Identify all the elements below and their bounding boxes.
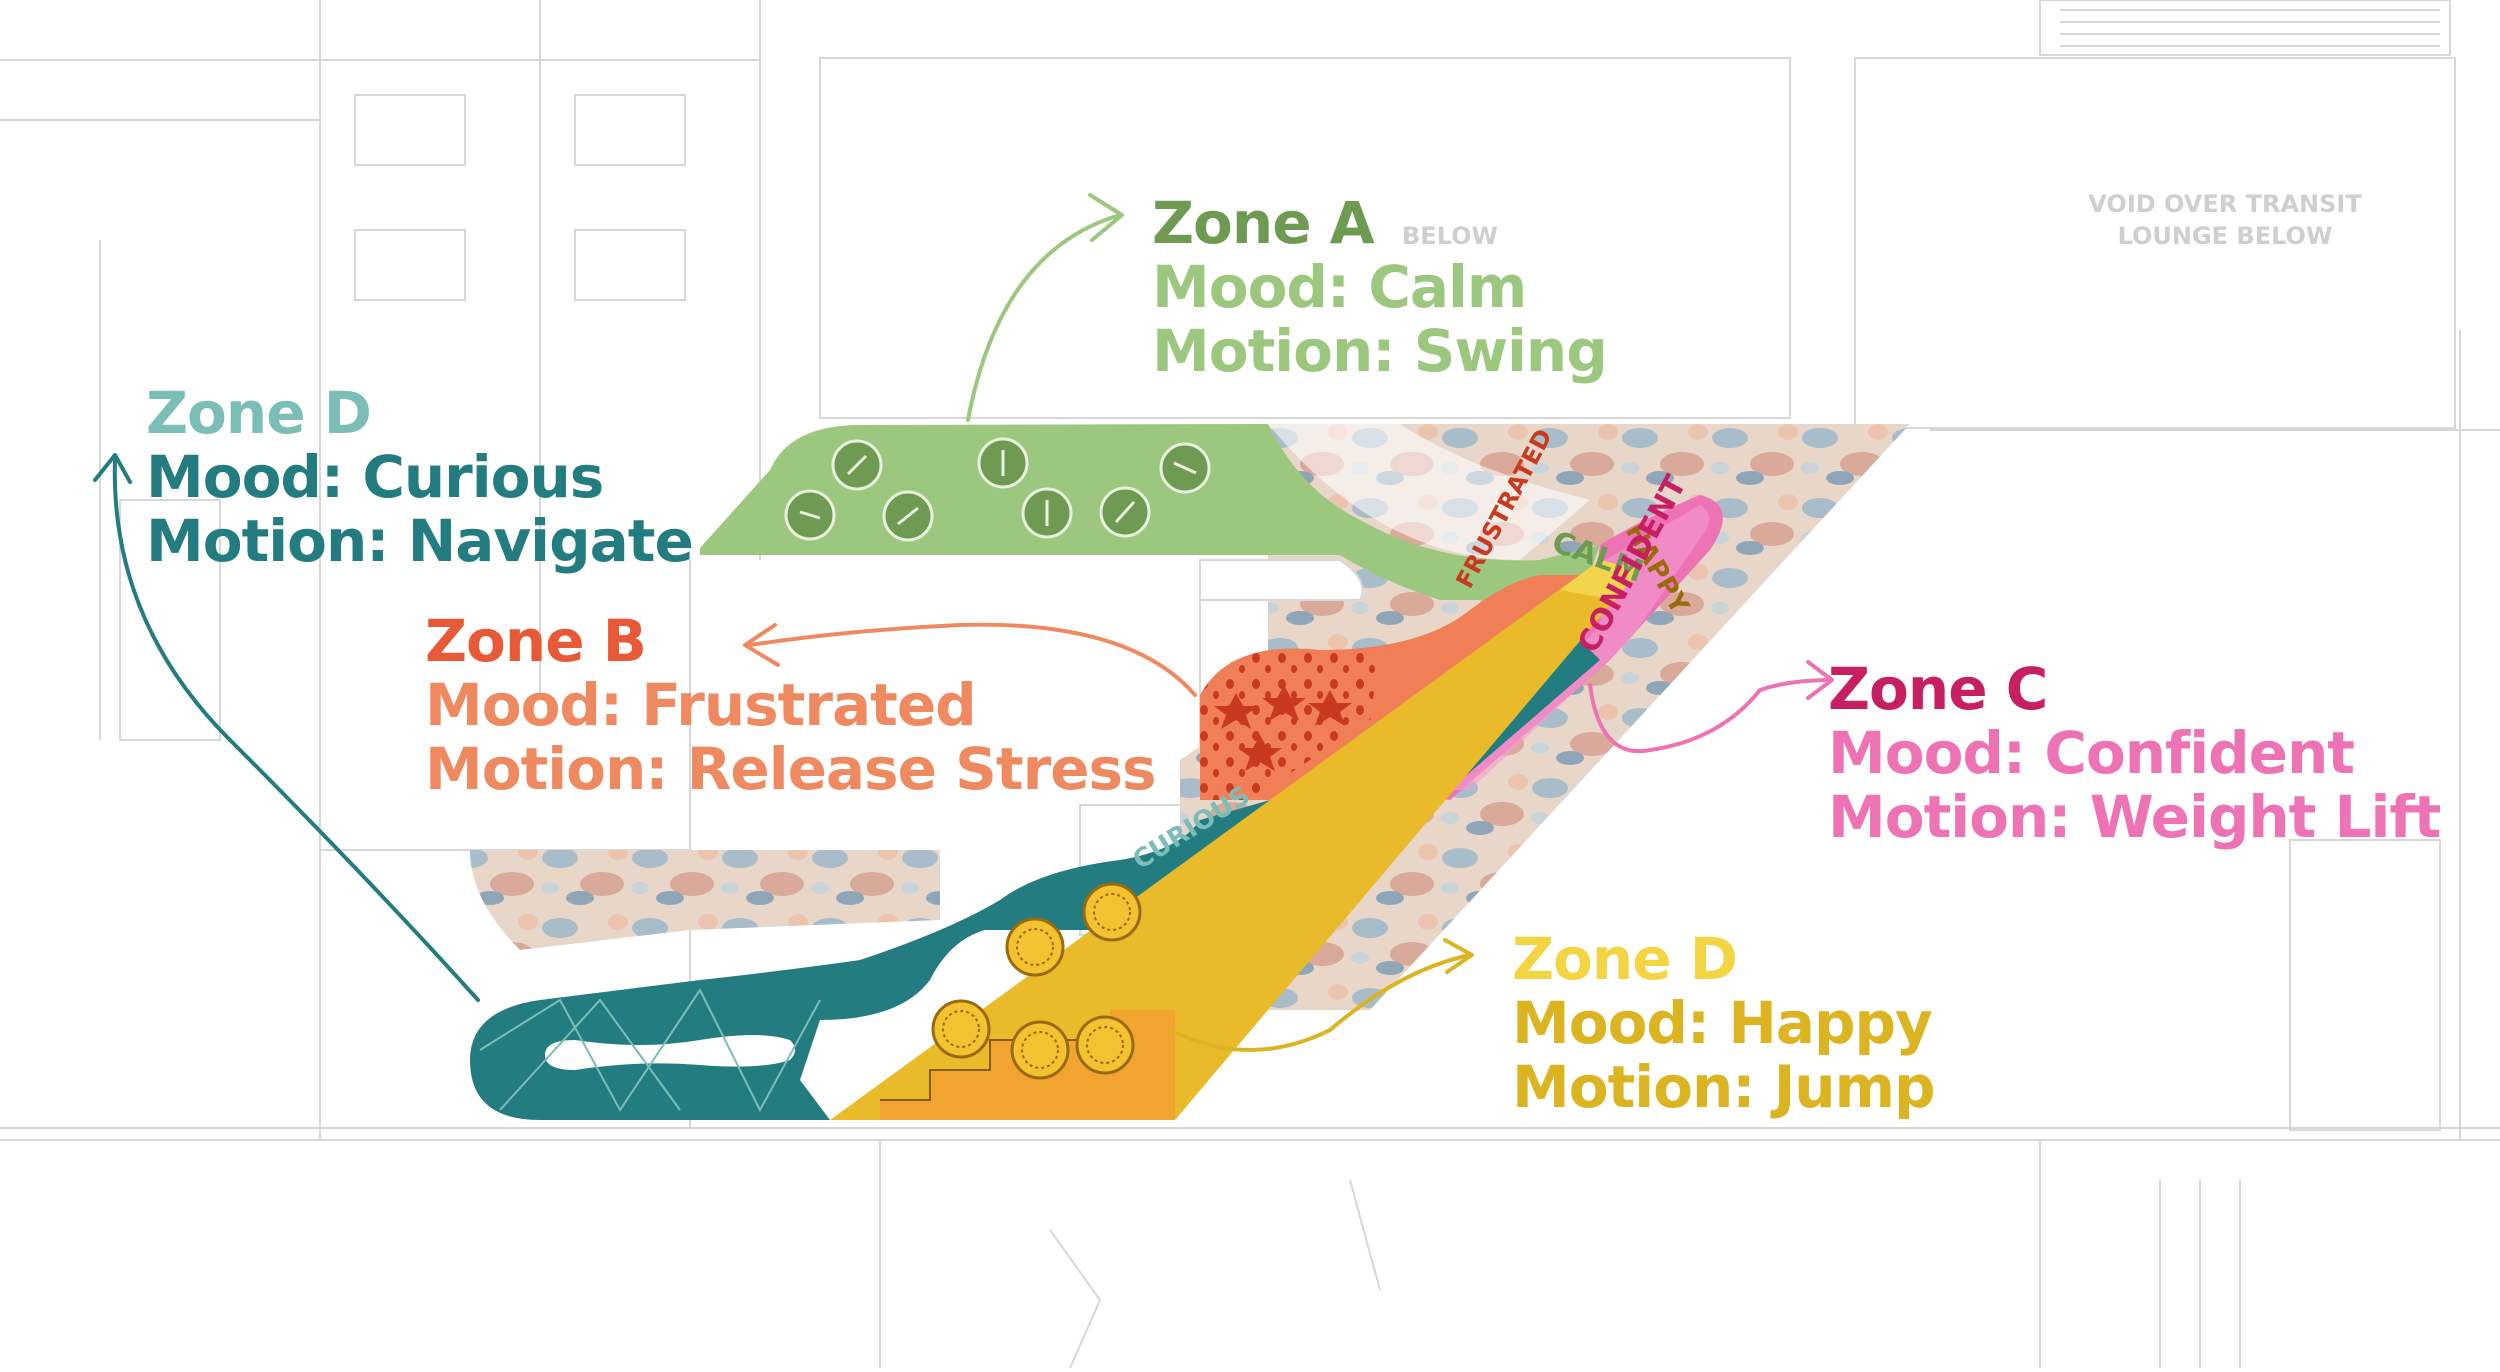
- zone-d-happy-area: [830, 560, 1640, 1120]
- arrow-zone-a: [966, 193, 1124, 422]
- star-icon: [1262, 685, 1306, 721]
- jump-pad-icon: [1082, 882, 1142, 942]
- escalator-outline: [2039, 0, 2451, 56]
- zone-c-motion: Motion: Weight Lift: [1828, 783, 2441, 851]
- zone-b-motion: Motion: Release Stress: [425, 735, 1157, 803]
- zone-a-title: Zone A: [1152, 189, 1375, 257]
- arrow-zone-d-curious: [93, 453, 480, 1002]
- navigate-net-lines: [479, 988, 821, 1113]
- zone-b-mood: Mood: Frustrated: [425, 671, 977, 739]
- swing-marks: [799, 450, 1197, 526]
- arrow-zone-b: [743, 622, 1197, 697]
- zone-d-curious-title: Zone D: [146, 379, 372, 447]
- zone-d-curious-label: Zone D Mood: Curious Motion: Navigate: [146, 379, 694, 576]
- zone-b-area: [1200, 575, 1600, 800]
- zone-a-motion: Motion: Swing: [1152, 317, 1608, 385]
- zone-c-label: Zone C Mood: Confident Motion: Weight Li…: [1828, 655, 2441, 852]
- zone-d-curious-motion: Motion: Navigate: [146, 507, 694, 575]
- leader-arrows: [93, 193, 1834, 1052]
- jump-pad-icon: [1075, 1015, 1135, 1075]
- zone-d-curious-mood: Mood: Curious: [146, 443, 604, 511]
- zone-d-happy-title: Zone D: [1512, 925, 1738, 993]
- steps-outline: [880, 1039, 1110, 1101]
- star-icon: [1214, 693, 1258, 729]
- zone-c-mood: Mood: Confident: [1828, 719, 2355, 787]
- zone-d-happy-motion: Motion: Jump: [1512, 1053, 1936, 1121]
- zone-b-title: Zone B: [425, 607, 647, 675]
- zone-c-title: Zone C: [1828, 655, 2048, 723]
- zone-a-area: [700, 424, 1600, 601]
- void-note-line2: LOUNGE BELOW: [2118, 222, 2333, 250]
- zone-b-label: Zone B Mood: Frustrated Motion: Release …: [425, 607, 1157, 804]
- mottled-surface-lower-left: [470, 850, 940, 950]
- star-icon: [1308, 690, 1352, 726]
- stress-release-stars: [1214, 685, 1352, 771]
- void-note-line1: VOID OVER TRANSIT: [2088, 190, 2362, 218]
- zone-d-teal-floor: [470, 640, 1600, 1120]
- below-note: BELOW: [1402, 222, 1498, 250]
- zone-d-happy-label: Zone D Mood: Happy Motion: Jump: [1512, 925, 1936, 1122]
- jump-circles: [931, 882, 1142, 1080]
- arrow-zone-c: [1588, 660, 1834, 754]
- jump-pad-icon: [931, 999, 991, 1059]
- navigate-loop-hole: [545, 1035, 795, 1070]
- arrow-zone-d-happy: [1168, 938, 1474, 1052]
- zone-d-yellow-ramp: [830, 560, 1640, 1120]
- star-icon: [1238, 735, 1282, 771]
- zone-d-happy-mood: Mood: Happy: [1512, 989, 1933, 1057]
- jump-circle-rings: [942, 893, 1131, 1069]
- zone-a-mood: Mood: Calm: [1152, 253, 1527, 321]
- jump-pad-icon: [1010, 1020, 1070, 1080]
- zone-a-label: Zone A Mood: Calm Motion: Swing: [1152, 189, 1608, 386]
- transit-lounge-outline: [1854, 57, 2456, 429]
- zone-d-curious-area: [470, 640, 1600, 1120]
- stress-dots: [1200, 649, 1380, 800]
- plan-notes: VOID OVER TRANSIT LOUNGE BELOW BELOW: [1402, 190, 2362, 250]
- jump-pad-icon: [1005, 917, 1065, 977]
- void-room-outline: [819, 57, 1791, 419]
